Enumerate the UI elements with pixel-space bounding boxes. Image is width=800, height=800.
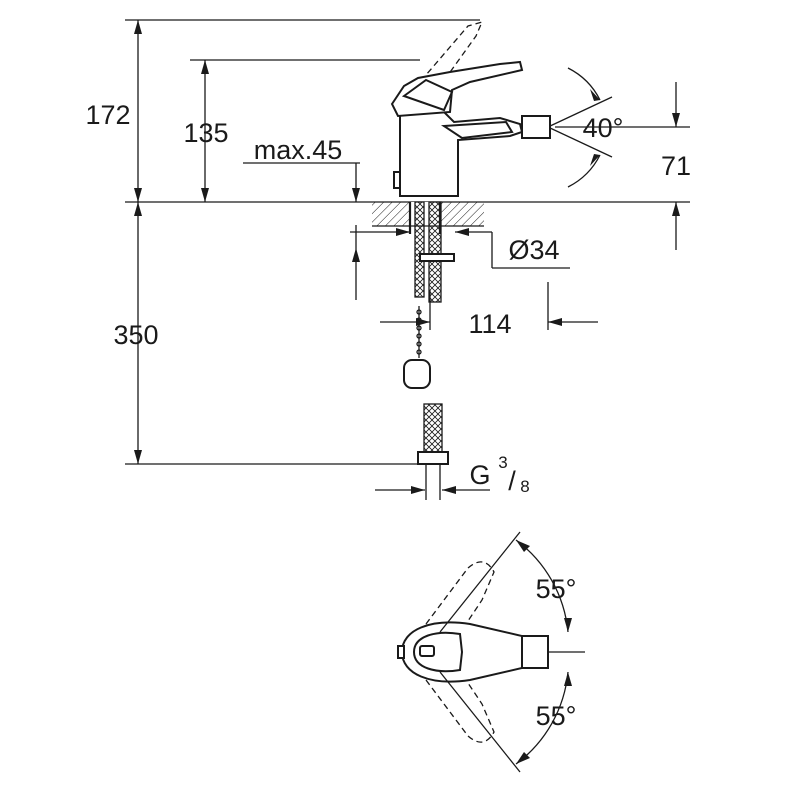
thread-prefix: G — [469, 460, 490, 490]
thread-numerator: 3 — [498, 453, 507, 472]
dimension-label-71: 71 — [661, 151, 691, 181]
dimension-label-max45: max.45 — [254, 135, 343, 165]
drain-knob — [403, 359, 431, 389]
dimension-label-d34: Ø34 — [508, 235, 559, 265]
top-view: 55° 55° — [397, 531, 585, 773]
dimension-172: 172 — [85, 20, 142, 202]
dimension-label-40: 40° — [583, 113, 624, 143]
dimension-max45: max.45 — [243, 135, 360, 300]
top-view-body — [397, 621, 549, 683]
side-view: 172 135 max.45 350 — [85, 19, 691, 500]
dimension-350: 350 — [113, 202, 159, 464]
lever-rotated-up-dashed — [419, 561, 495, 649]
dimension-label-172: 172 — [85, 100, 130, 130]
thread-denominator: 8 — [520, 477, 529, 496]
dimension-135: 135 — [183, 60, 229, 202]
dimension-71: 71 — [661, 82, 691, 250]
lever-rotated-down-dashed — [419, 655, 495, 743]
thread-slash: / — [508, 466, 516, 496]
angle-55-lower: 55° — [439, 671, 577, 773]
dimension-thread: G 3 / 8 — [375, 453, 530, 496]
dimension-label-114: 114 — [468, 309, 511, 339]
dimension-114: 114 — [380, 282, 598, 339]
rods-and-hoses — [403, 201, 455, 500]
mixer-body — [390, 60, 551, 197]
angle-55-upper: 55° — [439, 531, 577, 633]
angle-label-55-upper: 55° — [536, 574, 577, 604]
angle-label-55-lower: 55° — [536, 701, 577, 731]
dimension-label-350: 350 — [113, 320, 158, 350]
dimension-label-135: 135 — [183, 118, 228, 148]
dimension-angle-40: 40° — [547, 67, 624, 188]
dimension-diameter-34: Ø34 — [350, 228, 570, 269]
